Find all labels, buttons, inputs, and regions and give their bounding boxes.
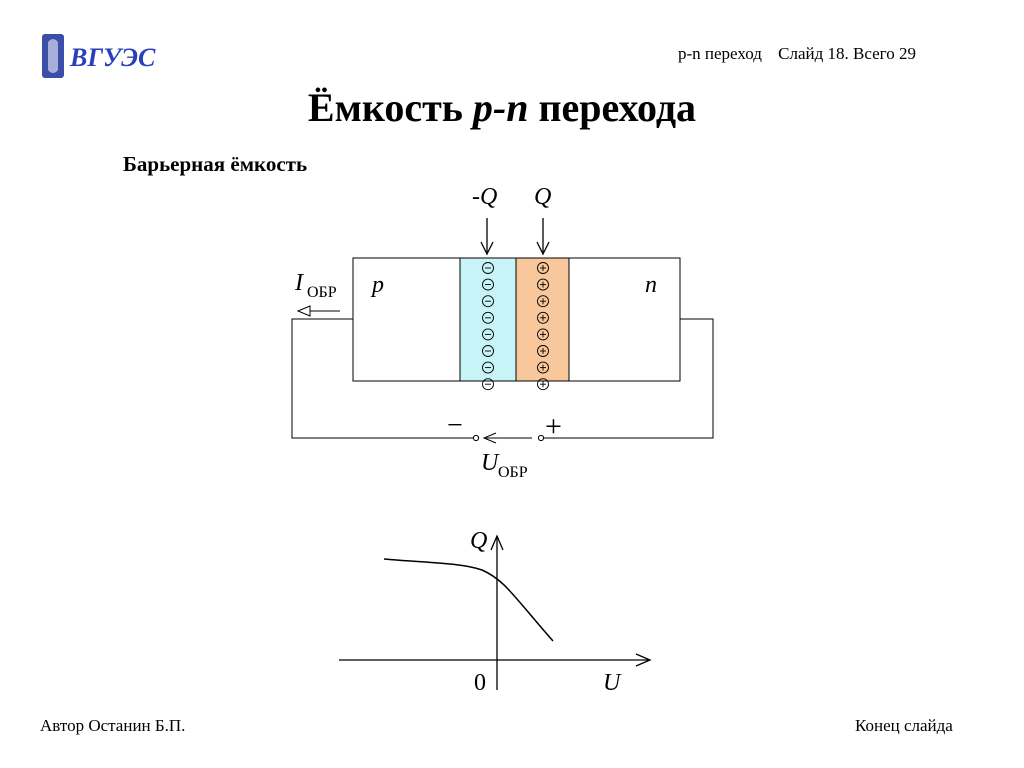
- circuit-wires: [291, 318, 714, 439]
- voltage-label: U: [481, 450, 500, 476]
- negative-charge-symbol: [482, 361, 494, 374]
- negative-charge-symbol: [482, 311, 494, 324]
- plus-terminal-sign: +: [545, 410, 562, 443]
- title-italic: p-n: [472, 85, 529, 130]
- n-region-label: n: [645, 272, 657, 298]
- charge-arrows: [480, 218, 550, 256]
- y-axis-label: Q: [470, 528, 487, 554]
- negative-charge-symbol: [482, 262, 494, 274]
- depletion-positive-region: [515, 257, 570, 382]
- negative-charges: [482, 262, 494, 391]
- logo-wordmark: ВГУЭС: [69, 43, 156, 72]
- title-prefix: Ёмкость: [307, 85, 473, 130]
- author-credit: Автор Останин Б.П.: [40, 716, 186, 735]
- voltage-subscript: ОБР: [498, 464, 528, 481]
- positive-charge-label: Q: [534, 184, 551, 210]
- x-axis-arrowhead: [635, 653, 652, 667]
- positive-charge-symbol: [537, 345, 549, 357]
- origin-label: 0: [474, 670, 486, 696]
- x-axis-label: U: [603, 670, 622, 696]
- left-wire: [291, 318, 474, 439]
- negative-charge-symbol: [482, 278, 494, 291]
- positive-terminal: [537, 434, 545, 442]
- negative-charge-symbol: [482, 345, 494, 357]
- current-subscript: ОБР: [307, 284, 337, 301]
- topic-label: p-n переход: [678, 44, 762, 63]
- negative-charge-symbol: [482, 378, 494, 391]
- neg-charge-arrowhead: [480, 241, 494, 256]
- minus-terminal-sign: −: [447, 410, 463, 441]
- current-arrow: [296, 305, 340, 317]
- qu-graph: [339, 534, 652, 690]
- section-subtitle: Барьерная ёмкость: [123, 152, 308, 176]
- negative-terminal: [472, 434, 480, 442]
- positive-charge-symbol: [537, 378, 549, 391]
- slide-header-info: p-n переход Слайд 18. Всего 29: [678, 44, 928, 64]
- negative-charge-symbol: [482, 328, 494, 341]
- positive-charge-symbol: [537, 328, 549, 341]
- positive-charge-symbol: [537, 278, 549, 291]
- negative-charge-symbol: [482, 295, 494, 308]
- voltage-arrow: [482, 432, 532, 444]
- vguesu-logo: ВГУЭС: [42, 34, 156, 78]
- positive-charge-symbol: [537, 262, 549, 274]
- positive-charge-symbol: [537, 311, 549, 324]
- p-region-label: p: [370, 272, 384, 298]
- positive-charges: [537, 262, 549, 391]
- title-suffix: перехода: [528, 85, 697, 130]
- positive-charge-symbol: [537, 295, 549, 308]
- end-slide-link[interactable]: Конец слайда: [855, 716, 953, 735]
- qu-curve: [383, 558, 554, 642]
- slide-counter: Слайд 18. Всего 29: [778, 44, 916, 63]
- pos-charge-arrowhead: [536, 241, 550, 256]
- page-title: Ёмкость p-n перехода: [0, 84, 1004, 131]
- positive-charge-symbol: [537, 361, 549, 374]
- right-wire: [544, 318, 714, 439]
- current-label: I: [294, 270, 304, 296]
- negative-charge-label: -Q: [472, 184, 497, 210]
- y-axis-arrowhead: [490, 534, 504, 551]
